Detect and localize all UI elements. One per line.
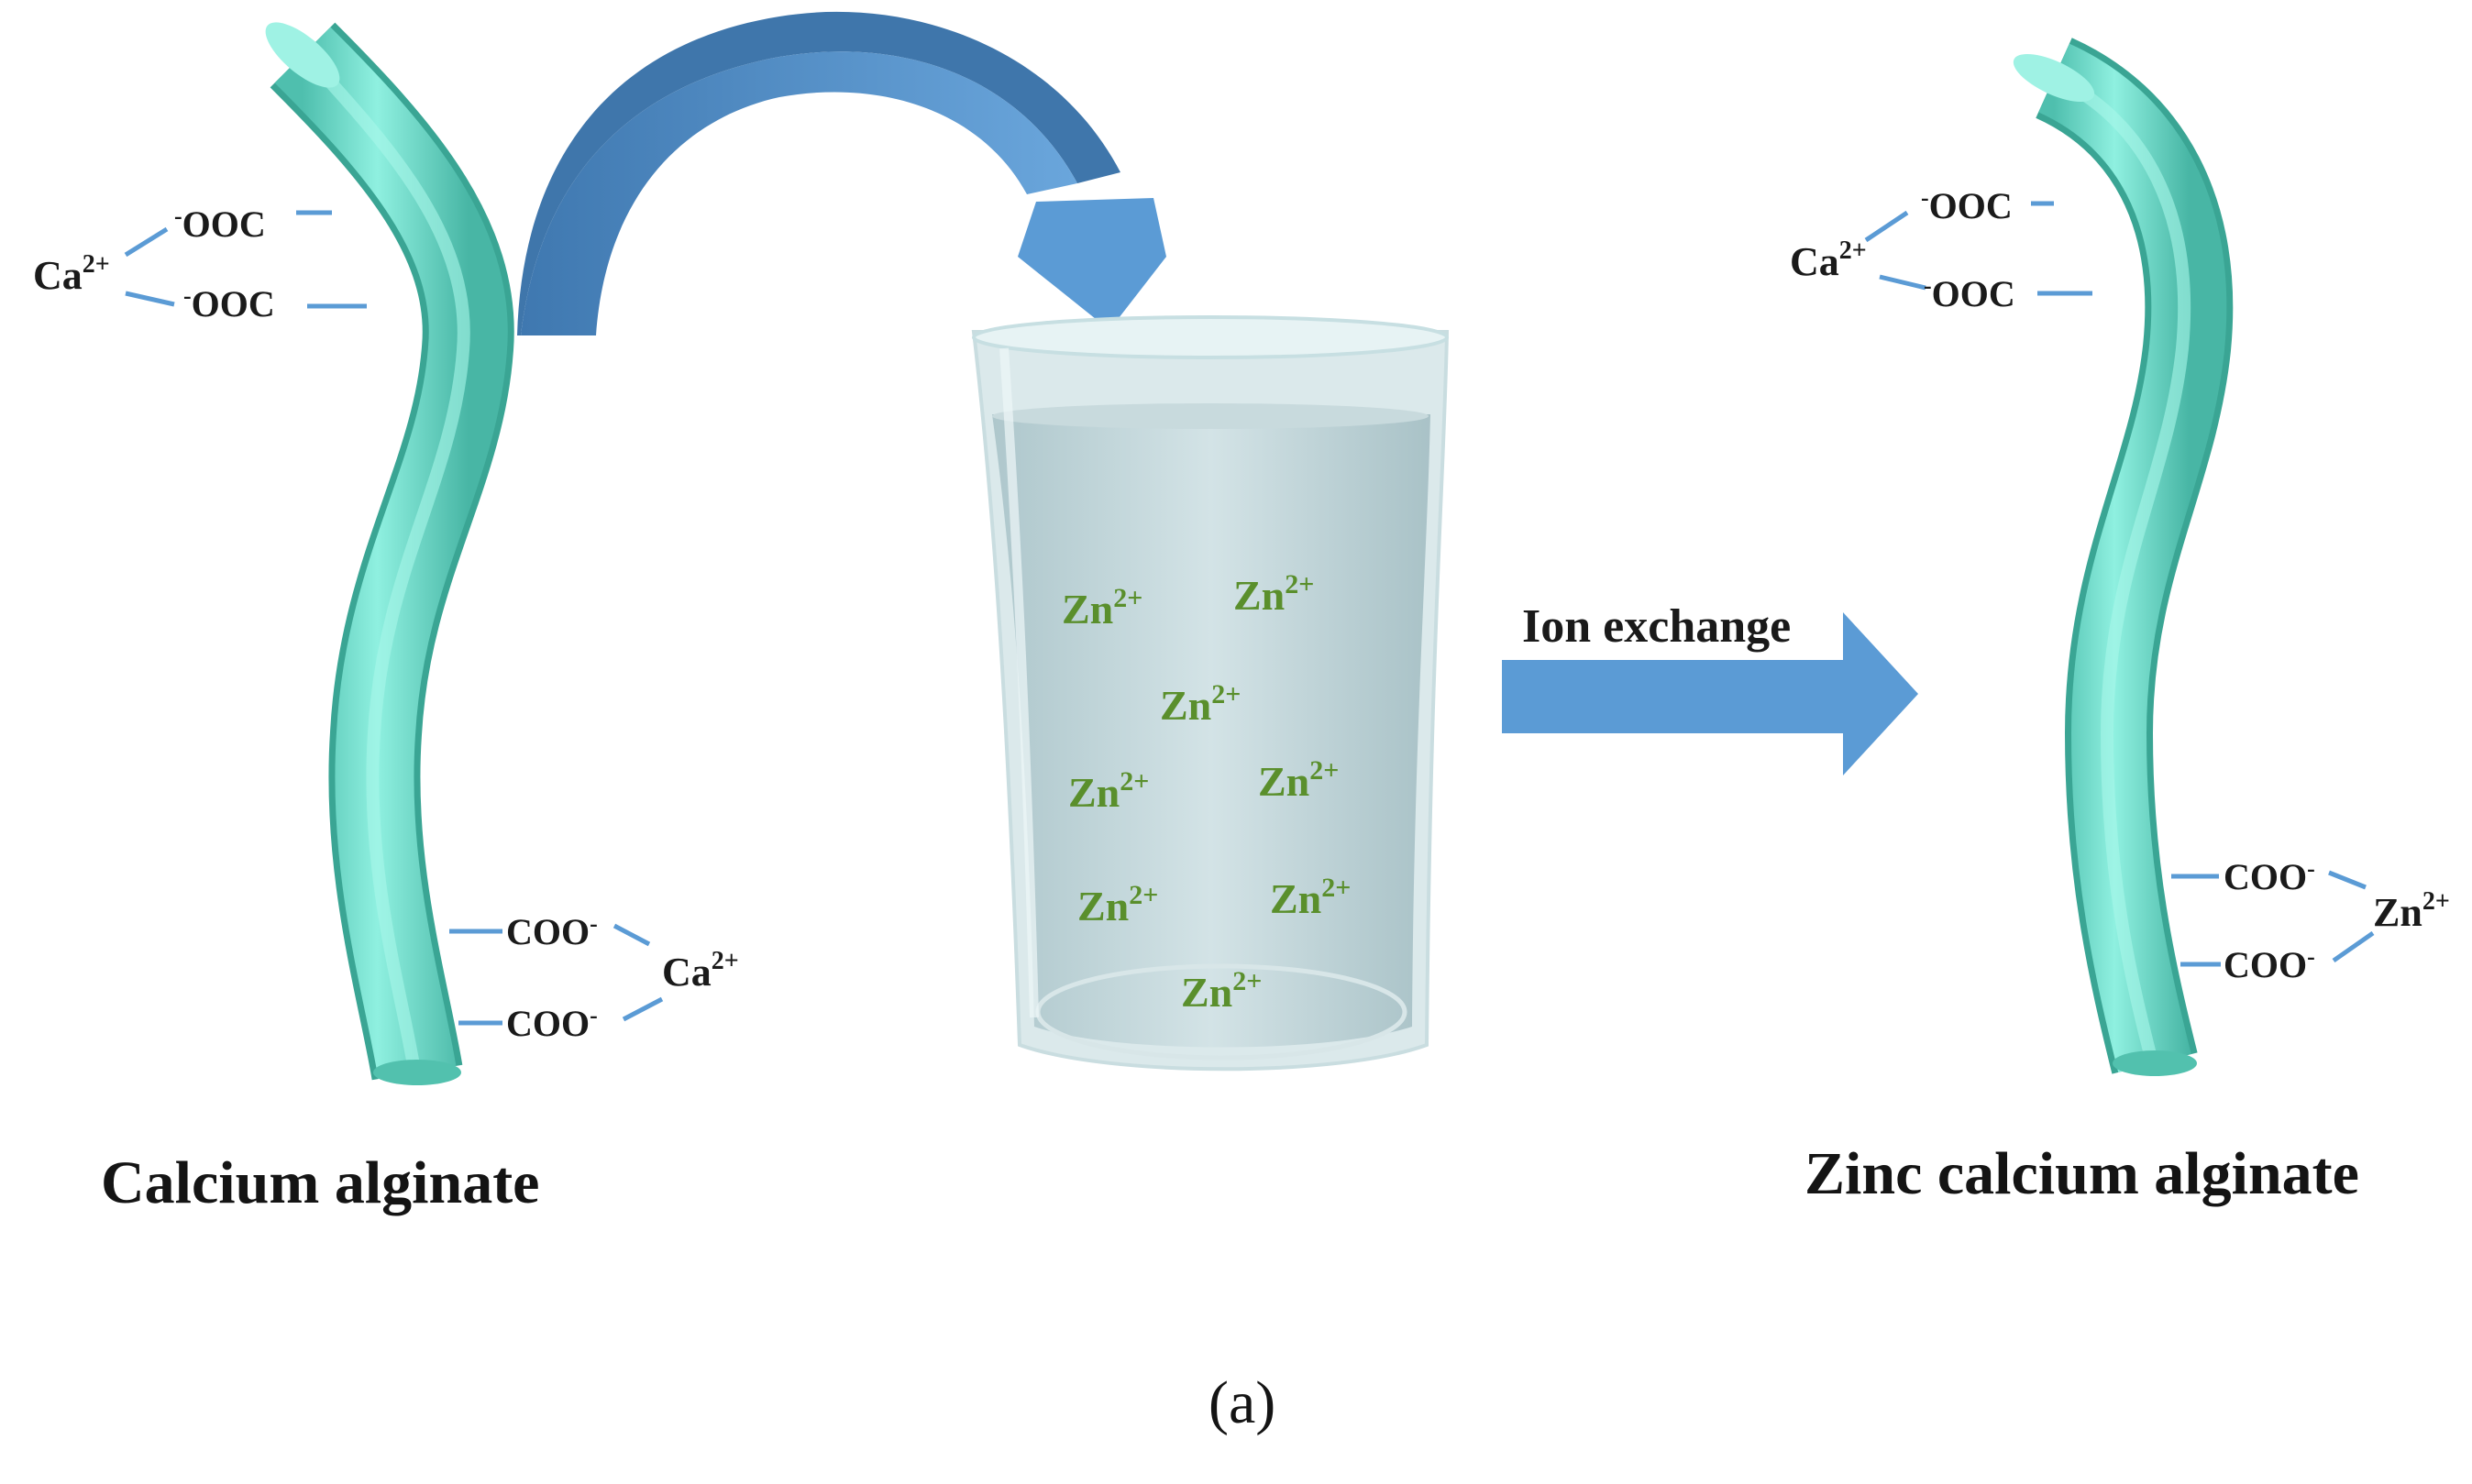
- beaker-glare: [999, 347, 1039, 1018]
- left-fiber-top-cap: [265, 22, 340, 88]
- curved-arrow-neck: [1018, 198, 1166, 257]
- zn-ion-4: Zn2+: [1068, 766, 1149, 816]
- beaker: Zn2+ Zn2+ Zn2+ Zn2+ Zn2+ Zn2+ Zn2+ Zn2+: [971, 315, 1450, 1072]
- zn-ion-5: Zn2+: [1258, 755, 1339, 805]
- ion-exchange-label: Ion exchange: [1522, 600, 1791, 653]
- ion-exchange-arrow: Ion exchange: [1502, 600, 1918, 775]
- liquid-surface: [992, 403, 1429, 429]
- straight-arrow-shape: [1502, 612, 1918, 775]
- left-bottom-coo-1: COO-: [506, 910, 598, 952]
- zn-ion-7: Zn2+: [1270, 873, 1351, 922]
- panel-label: (a): [1208, 1369, 1275, 1436]
- right-fiber-highlight: [2056, 73, 2191, 1063]
- curved-arrow-head: [1018, 257, 1166, 330]
- left-fiber-group: Ca2+ -OOC -OOC COO- COO- Ca2+ Calcium al…: [33, 22, 739, 1216]
- zn-ion-2: Zn2+: [1233, 569, 1314, 619]
- bond-line: [124, 226, 169, 258]
- curved-arrow-face: [521, 51, 1077, 335]
- zn-ion-8: Zn2+: [1181, 966, 1262, 1016]
- beaker-liquid: [992, 414, 1430, 1048]
- left-caption: Calcium alginate: [101, 1149, 539, 1216]
- bond-line: [612, 923, 651, 947]
- left-fiber-highlight: [302, 52, 470, 1072]
- bond-line: [2328, 870, 2367, 890]
- left-bottom-coo-2: COO-: [506, 1002, 598, 1044]
- curved-arrow-body: [517, 11, 1120, 335]
- right-fiber-group: Ca2+ -OOC -OOC COO- COO- Zn2+ Zinc calci…: [1790, 38, 2450, 1207]
- right-bottom-coo-2: COO-: [2224, 943, 2315, 985]
- right-top-ca-ion: Ca2+: [1790, 236, 1867, 284]
- left-top-ooc-1: -OOC: [174, 203, 266, 245]
- zn-ion-1: Zn2+: [1062, 583, 1142, 632]
- bond-line: [125, 291, 175, 307]
- left-bottom-ca-ion: Ca2+: [662, 947, 739, 995]
- bond-line: [1879, 274, 1926, 291]
- bond-line: [1864, 210, 1909, 243]
- right-bottom-coo-1: COO-: [2224, 855, 2315, 897]
- right-caption: Zinc calcium alginate: [1804, 1140, 2359, 1207]
- left-top-ooc-2: -OOC: [183, 282, 275, 324]
- right-top-ooc-2: -OOC: [1924, 272, 2015, 314]
- right-top-ooc-1: -OOC: [1921, 184, 2013, 226]
- right-bottom-zn-ion: Zn2+: [2373, 887, 2450, 935]
- curved-arrow: [517, 11, 1166, 335]
- left-fiber-bottom-cap: [373, 1060, 461, 1085]
- right-fiber-top-cap: [2013, 53, 2095, 103]
- zn-ion-3: Zn2+: [1160, 679, 1241, 729]
- bond-line: [622, 996, 664, 1022]
- bond-line: [2332, 930, 2375, 963]
- left-top-ca-ion: Ca2+: [33, 250, 110, 298]
- beaker-rim: [972, 315, 1449, 359]
- zn-ion-6: Zn2+: [1077, 880, 1158, 929]
- right-fiber-bottom-cap: [2113, 1050, 2197, 1076]
